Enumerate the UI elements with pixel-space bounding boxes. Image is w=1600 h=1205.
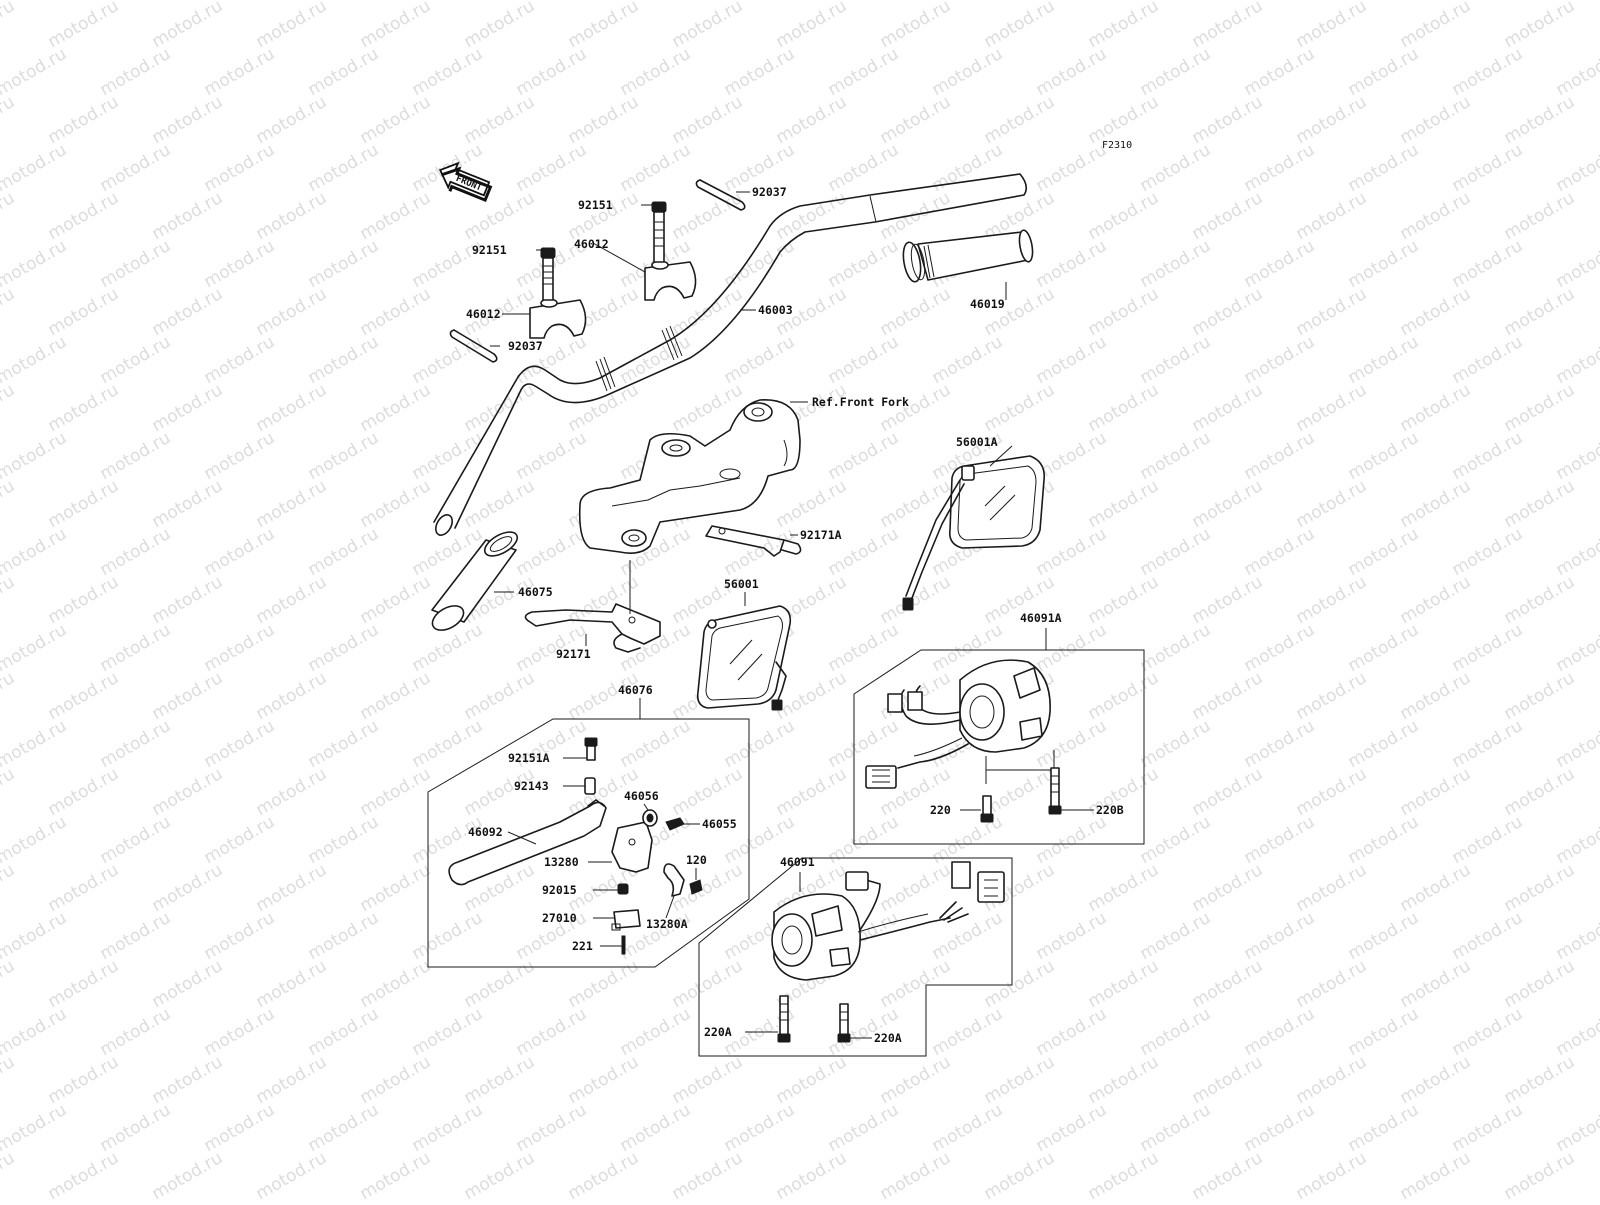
part-label: 13280A bbox=[646, 917, 688, 931]
part-label: 92151A bbox=[508, 751, 550, 765]
ref-text: Ref.Front Fork bbox=[812, 395, 909, 409]
part-label: 46019 bbox=[970, 297, 1005, 311]
part-label: 220B bbox=[1096, 803, 1124, 817]
part-label: 92151 bbox=[578, 198, 613, 212]
part-label: 46091A bbox=[1020, 611, 1062, 625]
part-label: 220 bbox=[930, 803, 951, 817]
part-label: 92171 bbox=[556, 647, 591, 661]
part-label: 92015 bbox=[542, 883, 577, 897]
part-label: 13280 bbox=[544, 855, 579, 869]
part-label: 92037 bbox=[508, 339, 543, 353]
part-label: 46075 bbox=[518, 585, 553, 599]
part-label: 46012 bbox=[466, 307, 501, 321]
part-label: 46003 bbox=[758, 303, 793, 317]
figure-code: F2310 bbox=[1102, 140, 1132, 151]
part-label: 46091 bbox=[780, 855, 815, 869]
part-label: 27010 bbox=[542, 911, 577, 925]
part-label: 92171A bbox=[800, 528, 842, 542]
part-label: 46076 bbox=[618, 683, 653, 697]
part-label: 92151 bbox=[472, 243, 507, 257]
part-label: 221 bbox=[572, 939, 593, 953]
part-label: 56001A bbox=[956, 435, 998, 449]
part-label: 120 bbox=[686, 853, 707, 867]
part-label: 46056 bbox=[624, 789, 659, 803]
part-label: 92037 bbox=[752, 185, 787, 199]
part-label: 46055 bbox=[702, 817, 737, 831]
part-label: 46092 bbox=[468, 825, 503, 839]
part-label: 220A bbox=[704, 1025, 732, 1039]
part-label: 46012 bbox=[574, 237, 609, 251]
part-label: 220A bbox=[874, 1031, 902, 1045]
part-label: 56001 bbox=[724, 577, 759, 591]
part-label: 92143 bbox=[514, 779, 549, 793]
